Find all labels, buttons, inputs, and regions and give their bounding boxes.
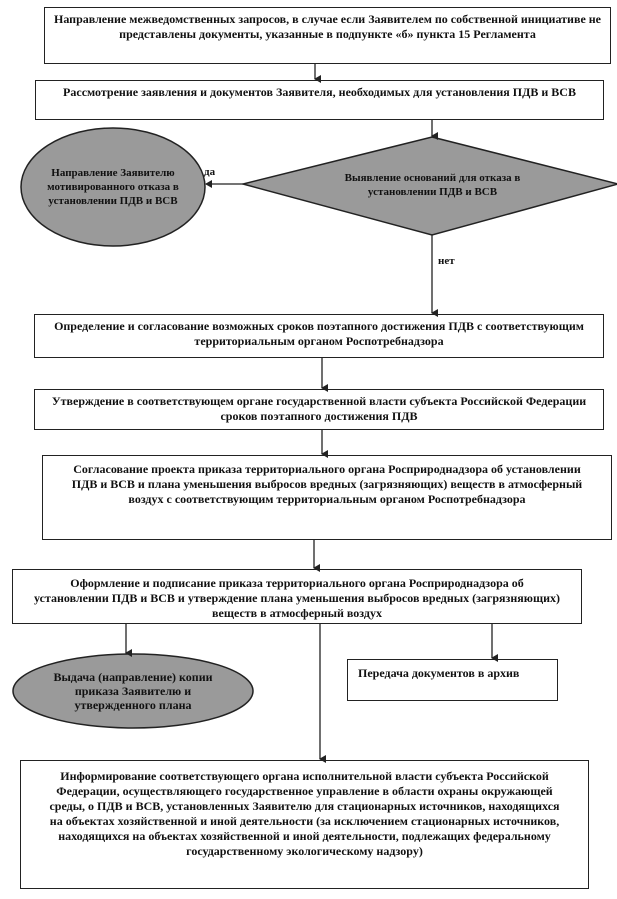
label-no: нет — [438, 255, 455, 267]
step-inform: Информирование соответствующего органа и… — [20, 760, 589, 889]
step-interagency-requests: Направление межведомственных запросов, в… — [44, 7, 611, 64]
step-text: Направление межведомственных запросов, в… — [53, 12, 602, 41]
step-approval: Утверждение в соответствующем органе гос… — [34, 389, 604, 430]
step-draft-agreement: Согласование проекта приказа территориал… — [42, 455, 612, 540]
step-signing: Оформление и подписание приказа территор… — [12, 569, 582, 624]
step-text: Передача документов в архив — [358, 666, 520, 680]
step-text: Определение и согласование возможных сро… — [54, 319, 584, 348]
refusal-text: Направление Заявителю мотивированного от… — [47, 167, 179, 207]
label-yes: да — [204, 166, 216, 178]
step-text: Утверждение в соответствующем органе гос… — [51, 394, 587, 423]
step-text: Информирование соответствующего органа и… — [49, 769, 560, 858]
step-text: Рассмотрение заявления и документов Заяв… — [63, 85, 576, 99]
issue-copy-text: Выдача (направление) копии приказа Заяви… — [53, 670, 213, 712]
step-archive: Передача документов в архив — [347, 659, 558, 701]
step-deadlines: Определение и согласование возможных сро… — [34, 314, 604, 358]
issue-copy-ellipse — [12, 653, 254, 729]
step-review: Рассмотрение заявления и документов Заяв… — [35, 80, 604, 120]
step-text: Оформление и подписание приказа территор… — [34, 576, 560, 620]
decision-text: Выявление оснований для отказа в установ… — [344, 172, 521, 198]
step-text: Согласование проекта приказа территориал… — [71, 462, 583, 506]
